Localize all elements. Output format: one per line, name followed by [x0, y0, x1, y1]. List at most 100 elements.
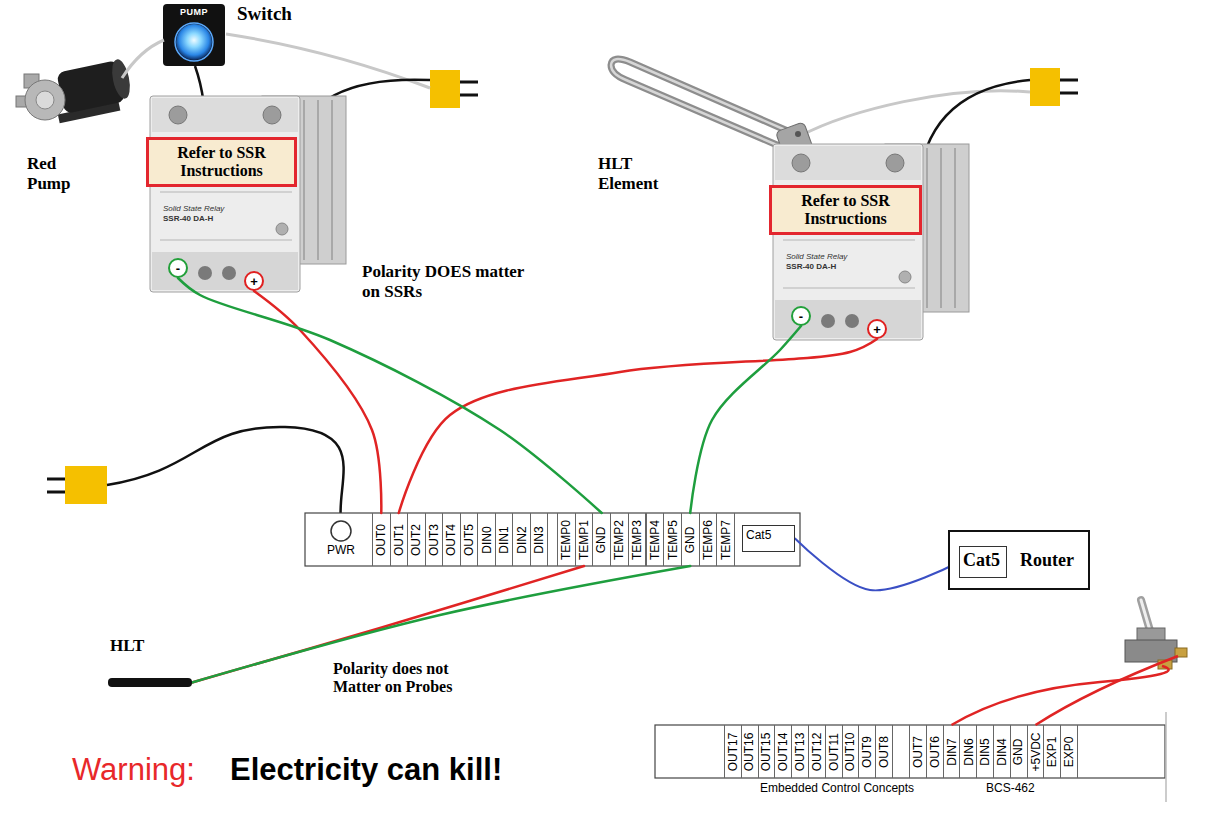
pin-name: OUT15 [761, 732, 773, 771]
signal-wire [254, 291, 381, 513]
pin-name: PWR [327, 544, 355, 558]
device-marking: Solid State Relay [163, 205, 224, 214]
note-text: Refer to SSR Instructions [776, 192, 915, 228]
part-name: HLT Element [598, 154, 670, 193]
cat5-port: Cat5 [959, 546, 1007, 578]
label-box: Electricity can kill! [230, 752, 502, 788]
label-box: Solid State Relay [163, 205, 224, 214]
ssr-plus-terminal: + [244, 271, 264, 291]
terminal-cell: OUT7 [909, 725, 927, 778]
router-name: Router [1020, 550, 1074, 571]
plug [430, 70, 478, 108]
pin-name: TEMP1 [578, 519, 590, 559]
probe-name: HLT [110, 636, 194, 656]
element-terminal [795, 131, 801, 137]
terminal-cell: TEMP0 [557, 513, 576, 566]
label-box: Solid State Relay [786, 253, 847, 262]
board-maker: Embedded Control Concepts [760, 782, 914, 796]
polarity-sign: - [799, 310, 803, 323]
terminal-cell: GND [592, 513, 611, 566]
pin-name: EXP0 [1063, 736, 1075, 767]
pin-name: OUT7 [912, 735, 924, 767]
pin-name: TEMP3 [631, 519, 643, 559]
terminal-cell: GND [681, 513, 700, 566]
note: Polarity does not Matter on Probes [333, 660, 468, 697]
terminal-cell: TEMP5 [663, 513, 682, 566]
mains-wire [122, 40, 164, 78]
pin-name: TEMP5 [667, 519, 679, 559]
switch-wire [952, 666, 1169, 725]
device-marking: Solid State Relay [786, 253, 847, 262]
note-box: Refer to SSR Instructions [769, 185, 922, 235]
pump-switch-button: PUMP [163, 4, 225, 66]
note-box: Refer to SSR Instructions [146, 137, 297, 187]
terminal-cell: DIN1 [495, 513, 514, 566]
pin-name: DIN1 [498, 526, 510, 553]
terminal-cell: DIN7 [943, 725, 961, 778]
board-model: BCS-462 [986, 782, 1035, 796]
element-tube [611, 59, 790, 148]
note-text: Refer to SSR Instructions [153, 144, 290, 180]
terminal-cell: TEMP6 [699, 513, 718, 566]
solid-state-relay [773, 144, 969, 340]
pin-name: OUT11 [828, 733, 840, 771]
terminal-cell: OUT9 [858, 725, 876, 778]
terminal-cell: TEMP7 [716, 513, 735, 566]
model-number: SSR-40 DA-H [163, 215, 213, 224]
terminal-cell: TEMP4 [646, 513, 665, 566]
label-box: Embedded Control Concepts [760, 782, 914, 796]
label-box: Warning: [72, 752, 195, 788]
terminal-cell: EXP1 [1043, 725, 1061, 778]
switch-housing [163, 4, 225, 66]
terminal-cell: GND [1010, 725, 1028, 778]
plug-body [1030, 68, 1060, 106]
pin-name: OUT13 [794, 732, 806, 771]
router-box: Router Cat5 [948, 530, 1090, 590]
pump-head [25, 80, 65, 120]
pin-name: TEMP2 [613, 519, 625, 559]
temperature-probe: HLT [108, 678, 192, 687]
terminal-cell: OUT0 [372, 513, 391, 566]
board-edge [1165, 712, 1167, 802]
solid-state-relay [150, 96, 346, 292]
warning-text: Electricity can kill! [230, 752, 502, 788]
pin-name: OUT14 [777, 732, 789, 771]
terminal-cell: OUT2 [407, 513, 426, 566]
terminal-cell: OUT3 [425, 513, 444, 566]
terminal-cell: TEMP1 [575, 513, 594, 566]
ssr-plus-terminal: + [867, 319, 887, 339]
cat5-port: Cat5 [742, 525, 795, 552]
mains-wire [800, 91, 1030, 136]
pin-name: GND [684, 526, 696, 553]
switch-light [176, 24, 212, 60]
pin-name: DIN4 [996, 738, 1008, 765]
pin-name: OUT4 [445, 523, 457, 555]
pin-name: GND [1013, 738, 1025, 765]
plug [1030, 68, 1078, 106]
terminal-cell: OUT1 [390, 513, 409, 566]
pin-name: TEMP6 [702, 519, 714, 559]
pin-name: OUT16 [744, 732, 756, 771]
pin-name: OUT12 [811, 732, 823, 771]
plug-body [430, 70, 460, 108]
polarity-sign: + [873, 323, 881, 336]
label-box: SSR-40 DA-H [163, 215, 213, 224]
label-box: Red Pump [27, 154, 82, 193]
model-number: SSR-40 DA-H [786, 263, 836, 272]
terminal-cell: OUT16 [741, 725, 759, 778]
label-box: SSR-40 DA-H [786, 263, 836, 272]
label-box: Switch [237, 3, 292, 25]
expansion-board [655, 725, 1165, 778]
pin-name: OUT6 [929, 735, 941, 767]
label-box: Polarity does not Matter on Probes [333, 660, 468, 697]
power-wire [107, 427, 344, 521]
port-name: Cat5 [746, 529, 771, 542]
plug-prongs [1060, 80, 1078, 93]
terminal-cell: OUT8 [875, 725, 893, 778]
power-jack [331, 521, 351, 541]
controller-board [305, 513, 800, 566]
terminal-cell: TEMP3 [628, 513, 647, 566]
motor-cap [109, 58, 133, 100]
